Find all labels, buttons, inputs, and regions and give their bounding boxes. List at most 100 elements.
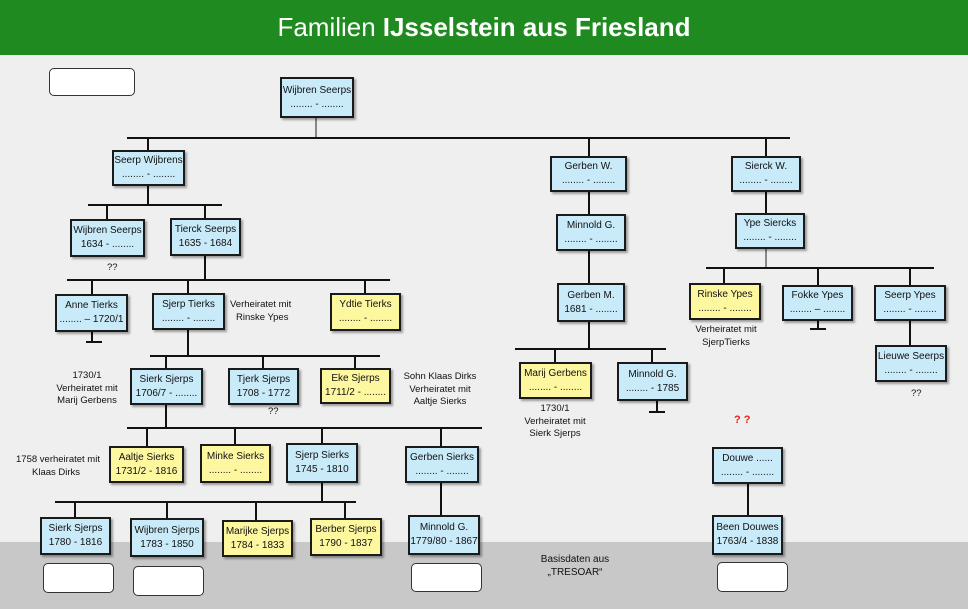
- person-dates: ........ - ........: [720, 466, 775, 478]
- note-line: Verheiratet mit: [524, 415, 586, 427]
- person-name: Lieuwe Seerps: [877, 350, 945, 362]
- person-marijke-sjerps[interactable]: Marijke Sjerps 1784 - 1833: [222, 520, 293, 557]
- note-line: Verheiratet mit: [230, 299, 292, 310]
- person-dates: 1783 - 1850: [140, 538, 194, 550]
- empty-photo-placeholder: [411, 563, 482, 592]
- person-dates: 1780 - 1816: [48, 537, 103, 548]
- person-minnold-g-1785[interactable]: Minnold G. ........ - 1785: [617, 362, 688, 401]
- empty-photo-placeholder: [43, 563, 114, 593]
- person-minnold-g[interactable]: Minnold G. ........ - ........: [556, 214, 626, 251]
- person-gerben-sierks[interactable]: Gerben Sierks ........ - ........: [405, 446, 479, 483]
- person-dates: ........ – 1720/1: [59, 314, 124, 325]
- person-dates: ........ - ........: [208, 464, 263, 476]
- person-name: Sierk Sjerps: [48, 523, 103, 534]
- note-line: Sohn Klaas Dirks: [403, 371, 477, 382]
- person-sierck-w[interactable]: Sierck W. ........ - ........: [731, 156, 801, 192]
- person-marij-gerbens[interactable]: Marij Gerbens ........ - ........: [519, 362, 592, 399]
- unknown-marker: ??: [268, 406, 279, 417]
- person-name: Seerp Ypes: [884, 290, 936, 301]
- person-gerben-w[interactable]: Gerben W. ........ - ........: [550, 156, 627, 192]
- person-name: Gerben W.: [564, 161, 613, 172]
- marriage-note-sierk: 1730/1 Verheiratet mit Marij Gerbens: [50, 370, 124, 408]
- person-sierk-sjerps[interactable]: Sierk Sjerps 1706/7 - ........: [130, 368, 203, 405]
- person-name: Eke Sjerps: [331, 373, 380, 384]
- note-line: Verheiratet mit: [56, 382, 118, 394]
- person-name: Sierk Sjerps: [139, 373, 194, 385]
- unknown-parent-marker: ? ?: [734, 414, 751, 426]
- person-douwe[interactable]: Douwe ...... ........ - ........: [712, 447, 783, 484]
- person-ype-siercks[interactable]: Ype Siercks ........ - ........: [735, 213, 805, 249]
- person-dates: 1784 - 1833: [230, 539, 285, 551]
- person-wijbren-sjerps[interactable]: Wijbren Sjerps 1783 - 1850: [130, 518, 204, 557]
- person-dates: ........ - ........: [290, 98, 344, 110]
- person-name: Been Douwes: [716, 522, 779, 533]
- person-sierk-sjerps-1780[interactable]: Sierk Sjerps 1780 - 1816: [40, 517, 111, 555]
- person-name: Wijbren Sjerps: [134, 524, 200, 536]
- person-name: Minnold G.: [628, 368, 677, 380]
- person-berber-sjerps[interactable]: Berber Sjerps 1790 - 1837: [310, 518, 382, 556]
- marriage-note-eke: Sohn Klaas Dirks Verheiratet mit Aaltje …: [400, 371, 480, 409]
- note-line: Sierk Sjerps: [529, 428, 581, 439]
- person-dates: ........ - ........: [161, 312, 216, 324]
- person-name: Ype Siercks: [743, 218, 797, 229]
- person-tierck-seerps[interactable]: Tierck Seerps 1635 - 1684: [170, 218, 241, 256]
- title-family-name: IJsselstein aus Friesland: [382, 12, 691, 42]
- person-name: Fokke Ypes: [791, 290, 844, 301]
- person-rinske-ypes[interactable]: Rinske Ypes ........ - ........: [689, 283, 761, 320]
- person-seerp-ypes[interactable]: Seerp Ypes ........ - ........: [874, 285, 946, 321]
- empty-photo-placeholder: [133, 566, 204, 596]
- person-minke-sierks[interactable]: Minke Sierks ........ - ........: [200, 444, 271, 483]
- note-line: 1758 verheiratet mit: [16, 454, 100, 465]
- person-name: Tierck Seerps: [174, 224, 237, 235]
- person-dates: ........ - ........: [415, 465, 469, 477]
- person-dates: ........ - ........: [564, 233, 618, 245]
- person-dates: ........ - ........: [698, 302, 752, 314]
- person-name: Wijbren Seerps: [282, 84, 352, 96]
- person-name: Wijbren Seerps: [73, 225, 142, 236]
- note-line: Marij Gerbens: [57, 395, 117, 406]
- note-line: Verheiratet mit: [695, 324, 757, 335]
- marriage-note-aaltje: 1758 verheiratet mit Klaas Dirks: [10, 454, 106, 479]
- person-eke-sjerps[interactable]: Eke Sjerps 1711/2 - ........: [320, 368, 391, 404]
- person-wijbren-seerps[interactable]: Wijbren Seerps ........ - ........: [280, 77, 354, 118]
- person-dates: 1634 - ........: [80, 239, 135, 250]
- person-seerp-wijbrens[interactable]: Seerp Wijbrens ........ - ........: [112, 150, 185, 186]
- person-dates: 1763/4 - 1838: [716, 536, 779, 547]
- person-dates: 1745 - 1810: [295, 464, 349, 475]
- person-dates: 1708 - 1772: [236, 387, 291, 399]
- person-name: Tjerk Sjerps: [236, 373, 291, 385]
- person-name: Minke Sierks: [206, 450, 265, 462]
- person-dates: 1711/2 - ........: [325, 387, 386, 398]
- person-dates: ........ – ........: [789, 304, 846, 315]
- person-gerben-m[interactable]: Gerben M. 1681 - ........: [557, 283, 625, 322]
- unknown-marker: ??: [107, 262, 118, 273]
- note-line: Aaltje Sierks: [413, 396, 467, 407]
- person-dates: 1779/80 - 1867: [410, 536, 478, 547]
- person-ydtie-tierks[interactable]: Ydtie Tierks ........ - ........: [330, 293, 401, 331]
- person-aaltje-sierks[interactable]: Aaltje Sierks 1731/2 - 1816: [109, 446, 184, 483]
- person-name: Marijke Sjerps: [225, 525, 290, 537]
- person-dates: 1706/7 - ........: [135, 387, 198, 399]
- person-dates: ........ - ........: [743, 232, 797, 243]
- note-line: 1730/1: [540, 403, 570, 414]
- note-line: „TRESOAR“: [547, 567, 603, 578]
- person-fokke-ypes[interactable]: Fokke Ypes ........ – ........: [782, 285, 853, 321]
- person-name: Minnold G.: [419, 522, 469, 533]
- note-line: Rinske Ypes: [236, 311, 289, 323]
- person-minnold-g-1779[interactable]: Minnold G. 1779/80 - 1867: [408, 515, 480, 555]
- person-dates: 1731/2 - 1816: [115, 465, 178, 477]
- person-dates: ........ - ........: [561, 175, 616, 186]
- person-been-douwes[interactable]: Been Douwes 1763/4 - 1838: [712, 515, 783, 555]
- person-dates: 1790 - 1837: [319, 538, 373, 549]
- person-tjerk-sjerps[interactable]: Tjerk Sjerps 1708 - 1772: [228, 368, 299, 405]
- person-anne-tierks[interactable]: Anne Tierks ........ – 1720/1: [55, 294, 128, 332]
- marriage-note-sjerp: Verheiratet mit Rinske Ypes: [230, 299, 291, 324]
- person-wijbren-seerps-1634[interactable]: Wijbren Seerps 1634 - ........: [70, 219, 145, 257]
- marriage-note-marij: 1730/1 Verheiratet mit Sierk Sjerps: [518, 403, 592, 441]
- source-note: Basisdaten aus „TRESOAR“: [528, 553, 622, 579]
- person-lieuwe-seerps[interactable]: Lieuwe Seerps ........ - ........: [875, 345, 947, 382]
- person-sjerp-tierks[interactable]: Sjerp Tierks ........ - ........: [152, 293, 225, 330]
- person-sjerp-sierks[interactable]: Sjerp Sierks 1745 - 1810: [286, 443, 358, 483]
- note-line: Basisdaten aus: [540, 554, 610, 565]
